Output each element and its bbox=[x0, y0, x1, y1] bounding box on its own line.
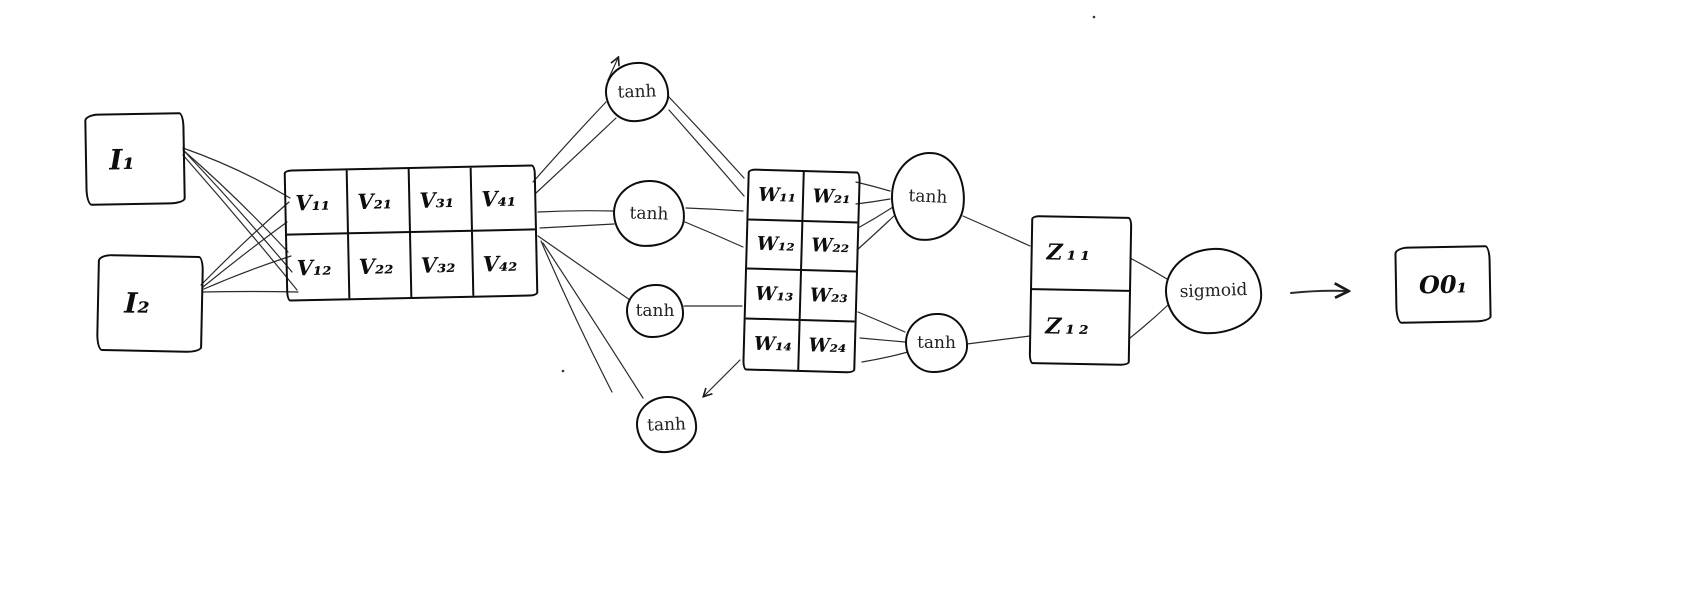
w-matrix-cell: W₁₄ bbox=[744, 318, 801, 370]
wire-v-tanh2 bbox=[537, 210, 614, 213]
stray-dot bbox=[561, 369, 565, 373]
wire-v-tanh4 bbox=[542, 242, 644, 399]
v-matrix-cell: V₁₂ bbox=[287, 234, 351, 300]
wire-tanh5-z bbox=[962, 215, 1031, 247]
wire-tanh6-z bbox=[966, 335, 1031, 345]
wire-i2-v bbox=[202, 221, 288, 288]
wire-tanh2-w bbox=[684, 221, 744, 248]
wire-w-tanh5 bbox=[857, 206, 894, 229]
arrow-above-tanh1 bbox=[607, 58, 618, 81]
wire-w-tanh5 bbox=[855, 198, 891, 205]
wire-w-tanh4-arrow bbox=[704, 359, 741, 396]
input-node-i1: I₁ bbox=[84, 112, 186, 206]
v-matrix-cell: V₄₂ bbox=[482, 250, 518, 277]
v-matrix-cell: V₁₁ bbox=[285, 170, 350, 236]
wire-tanh1-w bbox=[668, 109, 745, 197]
w-weight-matrix: W₁₁ W₂₁ W₁₂ W₂₂ W₁₃ W₂₃ W₁₄ W₂₄ bbox=[742, 168, 861, 374]
wire-v-tanh2 bbox=[539, 223, 615, 229]
wire-i1-v bbox=[184, 151, 293, 273]
input-label-i2: I₂ bbox=[123, 286, 151, 320]
tanh-node-6: tanh bbox=[905, 313, 968, 373]
output-arrow bbox=[1290, 291, 1347, 293]
v-matrix-cell: V₂₁ bbox=[347, 169, 411, 235]
wire-i1-v bbox=[182, 154, 298, 291]
tanh-label: tanh bbox=[629, 202, 669, 225]
tanh-node-3: tanh bbox=[626, 284, 684, 338]
tanh-label: tanh bbox=[908, 185, 948, 208]
wire-i2-v bbox=[203, 255, 292, 290]
sigmoid-label: sigmoid bbox=[1179, 279, 1248, 303]
wire-w-tanh6 bbox=[861, 351, 909, 363]
w-matrix-cell: W₂₃ bbox=[800, 271, 856, 323]
wire-group bbox=[182, 15, 1347, 399]
output-label: O0₁ bbox=[1418, 269, 1468, 300]
w-matrix-cell: W₂₂ bbox=[801, 221, 858, 273]
wire-tanh1-w bbox=[667, 95, 745, 179]
wire-w-tanh5 bbox=[856, 215, 895, 251]
tanh-label: tanh bbox=[646, 413, 687, 436]
w-matrix-cell: W₂₁ bbox=[802, 172, 859, 224]
output-node: O0₁ bbox=[1394, 245, 1492, 324]
tanh-label: tanh bbox=[635, 301, 675, 321]
wire-z-sigmoid bbox=[1129, 257, 1168, 280]
z-matrix: Z₁₁ Z₁₂ bbox=[1028, 215, 1133, 366]
v-weight-matrix: V₁₁ V₂₁ V₃₁ V₄₁ V₁₂ V₂₂ V₃₂ V₄₂ bbox=[283, 164, 539, 302]
v-matrix-cell: V₄₁ bbox=[471, 166, 535, 232]
wire-w-tanh5 bbox=[855, 181, 891, 192]
wire-tanh2-w bbox=[685, 207, 744, 212]
w-matrix-cell: W₂₄ bbox=[808, 334, 847, 358]
input-node-i2: I₂ bbox=[95, 253, 205, 354]
w-matrix-cell: W₁₃ bbox=[745, 269, 802, 321]
v-matrix-cell: V₂₂ bbox=[349, 233, 413, 299]
v-matrix-cell: V₃₂ bbox=[411, 231, 475, 297]
w-matrix-cell: W₁₂ bbox=[747, 219, 803, 271]
wire-v-tanh3 bbox=[537, 235, 631, 301]
wire-v-tanh1 bbox=[532, 101, 607, 183]
w-matrix-cell: W₁₁ bbox=[748, 170, 805, 222]
wire-w-tanh6 bbox=[857, 311, 906, 333]
wire-i1-v bbox=[182, 149, 289, 253]
v-matrix-cell: V₃₁ bbox=[409, 167, 473, 233]
z-matrix-cell: Z₁₂ bbox=[1045, 313, 1093, 340]
stray-dot bbox=[1092, 15, 1096, 19]
wire-i1-v bbox=[182, 147, 291, 199]
wire-i2-v bbox=[202, 290, 299, 293]
z-matrix-cell: Z₁₁ bbox=[1032, 217, 1131, 292]
wire-v-tanh4 bbox=[540, 240, 613, 393]
tanh-label: tanh bbox=[917, 333, 956, 353]
wire-z-sigmoid bbox=[1129, 304, 1169, 339]
wire-v-tanh1 bbox=[535, 117, 617, 194]
tanh-label: tanh bbox=[617, 81, 657, 103]
wire-w-tanh6 bbox=[859, 337, 906, 343]
input-label-i1: I₁ bbox=[109, 142, 135, 176]
wire-i2-v bbox=[200, 201, 290, 286]
